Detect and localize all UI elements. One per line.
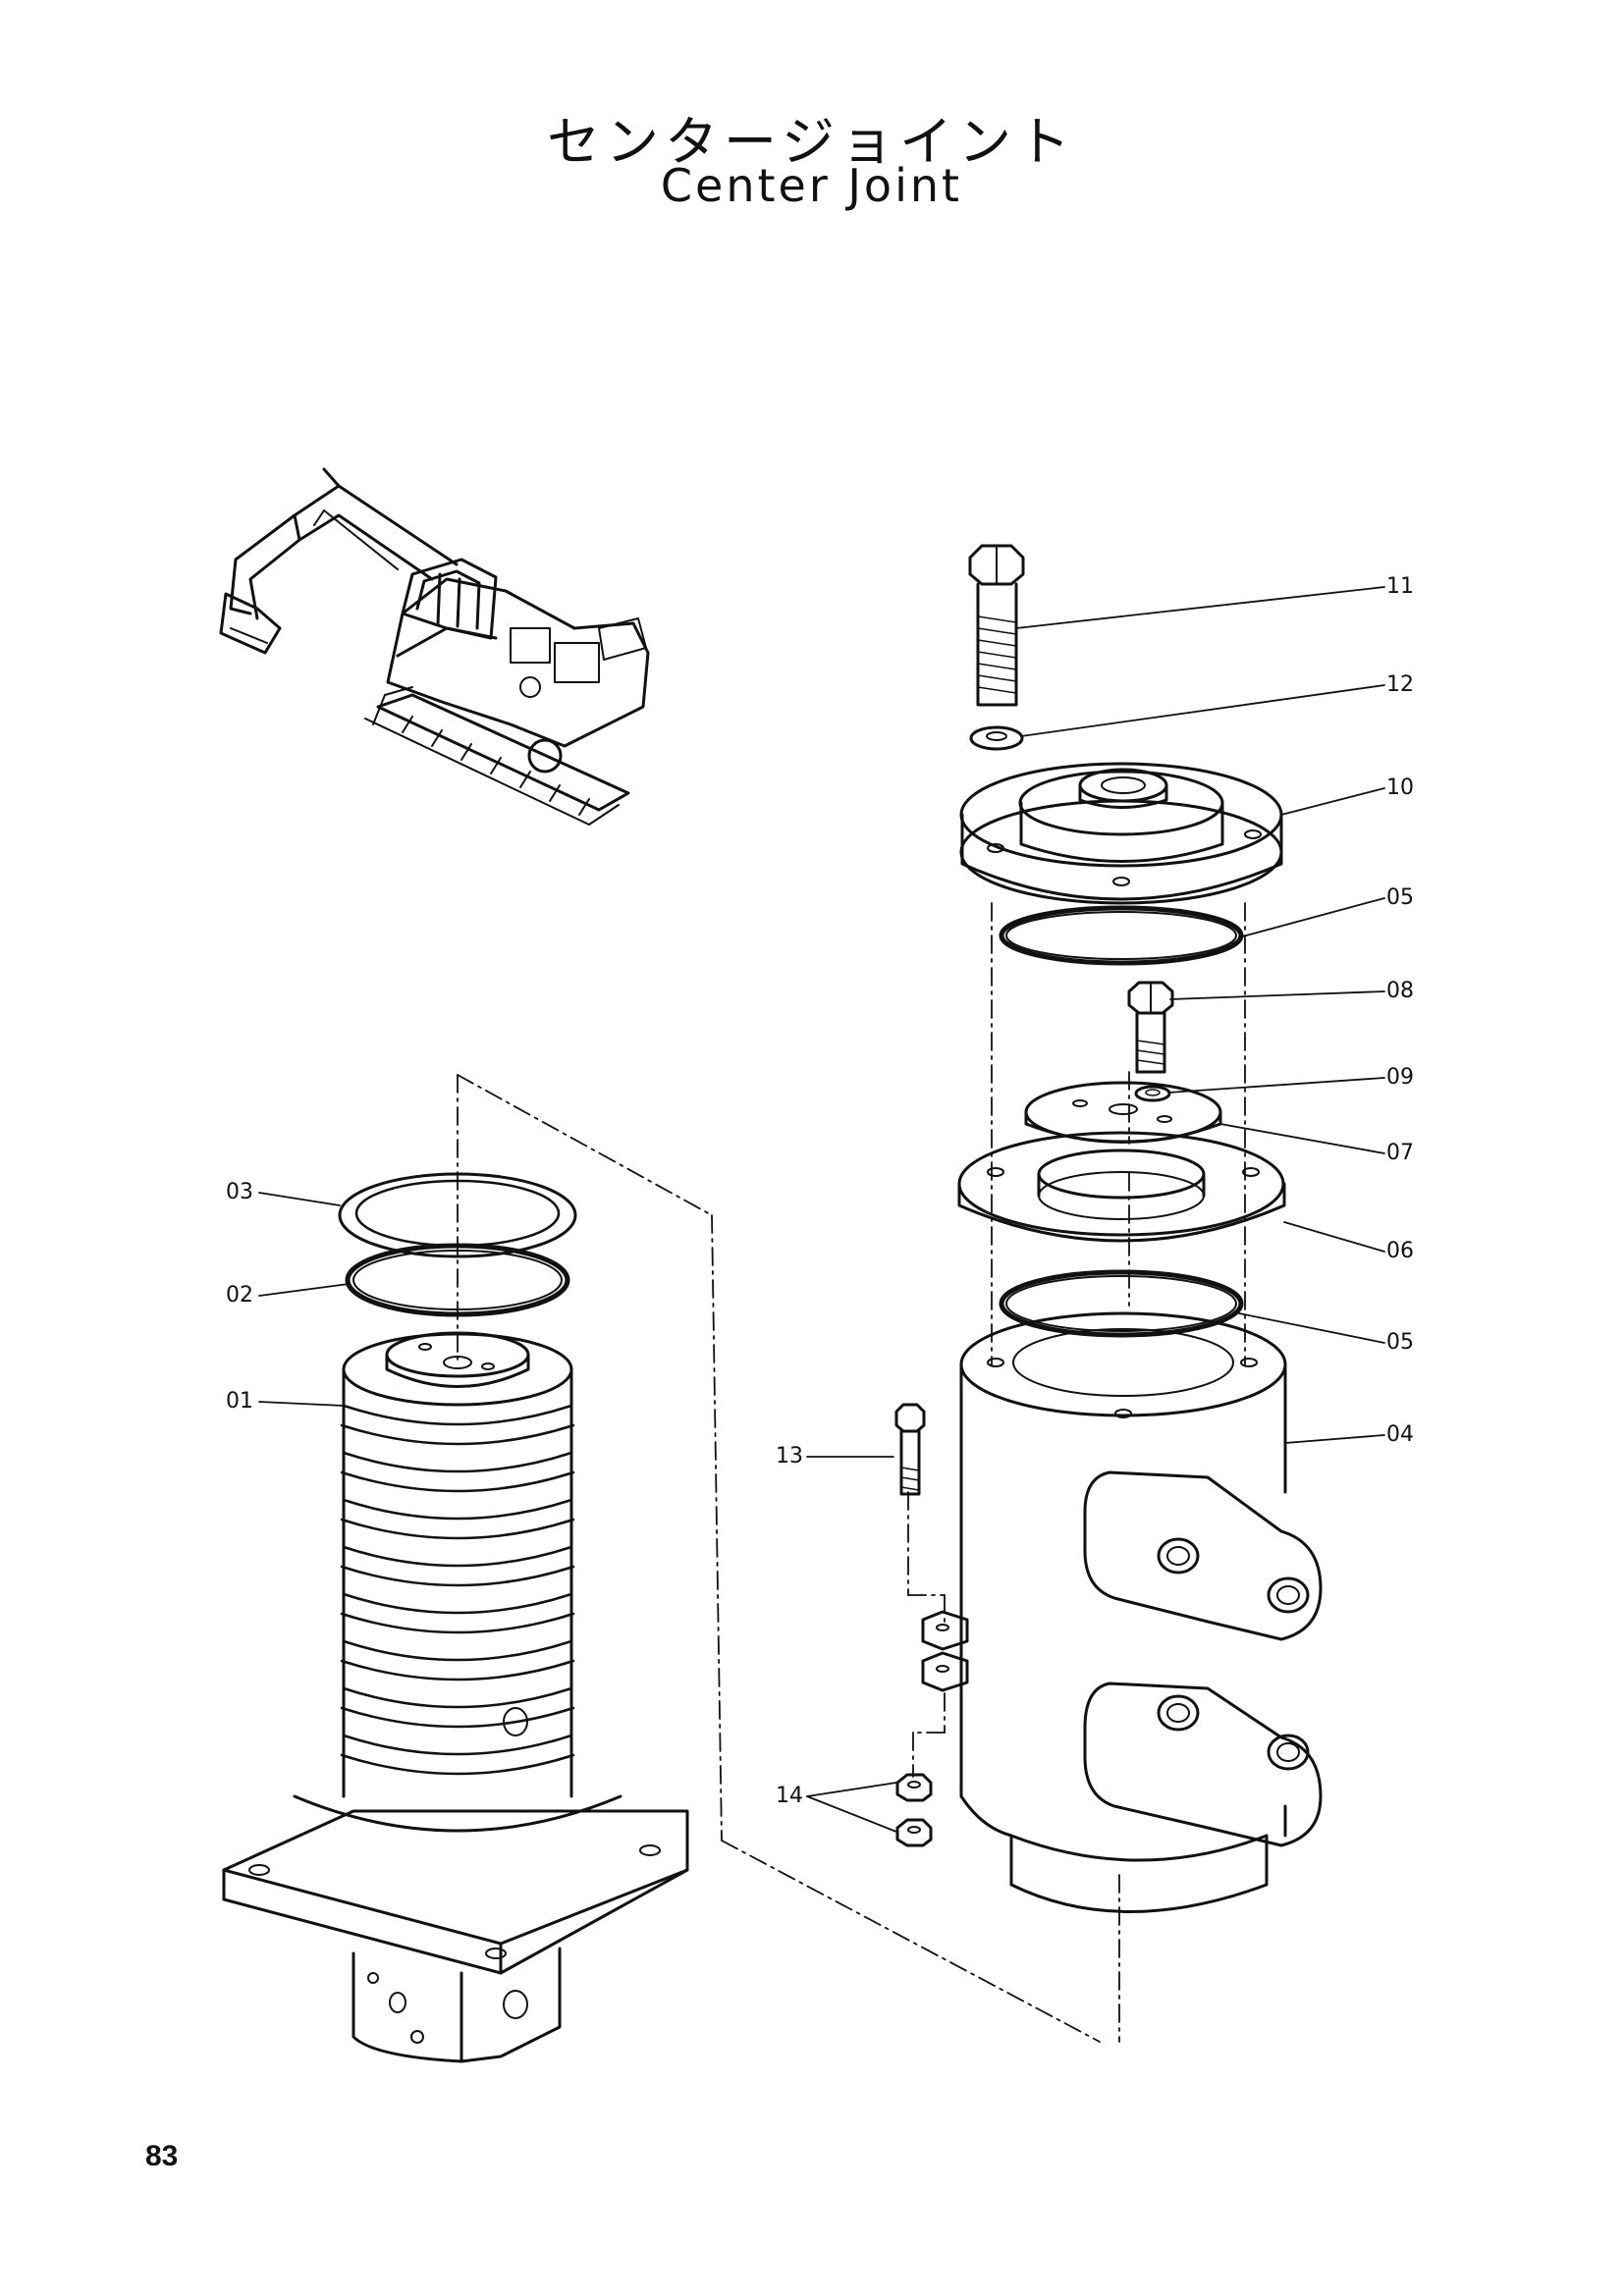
part-07-plate: [1024, 1081, 1222, 1144]
part-13-bolt: [894, 1403, 926, 1496]
part-01-spindle: [222, 1331, 689, 2063]
callout-06: 06: [1386, 1239, 1414, 1263]
part-08-bolt: [1127, 981, 1174, 1074]
callout-04: 04: [1386, 1422, 1414, 1447]
page-title-english: Center Joint: [660, 159, 963, 212]
callout-02: 02: [226, 1283, 253, 1308]
callout-03: 03: [226, 1180, 253, 1204]
part-05-o-ring-upper: [999, 905, 1244, 966]
callout-12: 12: [1386, 672, 1414, 697]
part-04-body: [921, 1311, 1323, 1913]
callout-01: 01: [226, 1389, 253, 1414]
part-09-washer: [1134, 1085, 1171, 1102]
excavator-illustration: [219, 467, 650, 826]
callout-13: 13: [776, 1444, 803, 1468]
part-11-bolt: [968, 544, 1025, 707]
callout-08: 08: [1386, 979, 1414, 1003]
page-number: 83: [145, 2140, 179, 2172]
assembly-center-lines: [457, 902, 1246, 2043]
callout-05-lower: 05: [1386, 1330, 1414, 1355]
page-title-japanese: センタージョイント: [547, 111, 1076, 173]
part-14-nuts: [895, 1773, 933, 1847]
part-10-cover: [959, 762, 1283, 905]
part-02-o-ring: [345, 1243, 570, 1317]
callout-11: 11: [1386, 574, 1414, 599]
callout-10: 10: [1386, 775, 1414, 800]
part-12-washer: [969, 725, 1024, 751]
callout-05-upper: 05: [1386, 885, 1414, 910]
callout-leader-lines: [258, 586, 1385, 1833]
callout-07: 07: [1386, 1141, 1414, 1165]
part-06-ring-plate: [957, 1131, 1286, 1243]
callout-09: 09: [1386, 1065, 1414, 1090]
callout-14: 14: [776, 1784, 803, 1808]
part-05-o-ring-lower: [999, 1269, 1244, 1338]
